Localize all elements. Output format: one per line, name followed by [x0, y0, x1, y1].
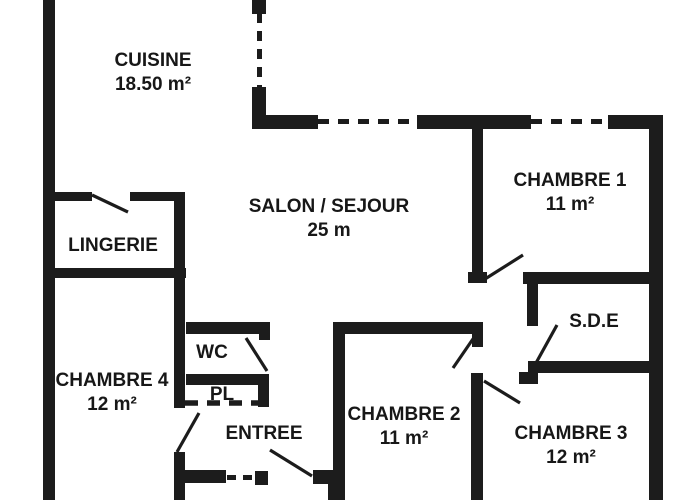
wall-sde-top [523, 272, 663, 284]
room-area: 18.50 m² [114, 74, 192, 95]
room-name: SALON / SEJOUR [248, 196, 410, 217]
room-name: CUISINE [114, 50, 192, 71]
room-label-salon: SALON / SEJOUR 25 m [249, 195, 409, 243]
room-name: CHAMBRE 4 [55, 370, 169, 391]
wall-top-stub [252, 0, 266, 14]
room-area: 25 m [307, 220, 351, 241]
door-swing-chambre4 [175, 412, 201, 453]
room-name: LINGERIE [68, 235, 158, 256]
room-label-lingerie: LINGERIE [68, 234, 158, 258]
wall-wc-top [186, 322, 270, 334]
wall-wc-right-stub [259, 322, 270, 340]
room-label-cuisine: CUISINE 18.50 m² [114, 49, 191, 97]
door-swing-chambre2 [451, 335, 477, 369]
room-name: ENTREE [225, 423, 303, 444]
door-swing-wc [244, 337, 269, 372]
wall-entree-bottom-left [174, 470, 226, 483]
door-swing-lingerie [91, 193, 129, 214]
wall-kitchen-horizontal [252, 115, 318, 129]
door-swing-entree [269, 448, 313, 478]
room-label-chambre1: CHAMBRE 1 11 m² [514, 169, 627, 217]
wall-entree-bottom-corner-vertical [328, 470, 344, 500]
wall-sde-left [527, 284, 538, 326]
room-label-entree: ENTREE [225, 422, 302, 446]
room-label-wc: WC [196, 341, 228, 365]
wall-salon-chambre1-divider [472, 129, 483, 276]
wall-sde-bottom [528, 361, 663, 373]
wall-chambre1-divider-stub [468, 272, 487, 283]
room-area: 12 m² [87, 394, 137, 415]
wall-lingerie-top-right [130, 192, 180, 201]
wall-left-exterior [43, 0, 55, 500]
room-name: CHAMBRE 1 [513, 170, 627, 191]
door-swing-sde [534, 324, 559, 364]
wall-top-middle [417, 115, 531, 129]
room-name: CHAMBRE 3 [514, 423, 628, 444]
wall-lingerie-top-left [55, 192, 92, 201]
room-label-pl: PL [210, 383, 234, 407]
wall-chambre2-top-stub [472, 322, 483, 347]
wall-pl-right [258, 374, 269, 407]
room-label-chambre2: CHAMBRE 2 11 m² [348, 403, 461, 451]
wall-lingerie-bottom [55, 268, 186, 278]
wall-right-exterior [649, 115, 663, 500]
room-label-sde: S.D.E [569, 310, 619, 334]
wall-sde-bottom-stub [519, 372, 538, 384]
wall-entree-bottom-pier [255, 471, 268, 485]
room-name: WC [196, 342, 228, 363]
room-name: PL [209, 384, 235, 405]
door-swing-chambre1 [484, 253, 524, 281]
room-name: CHAMBRE 2 [347, 404, 461, 425]
wall-wc-pl-divider [186, 374, 264, 385]
room-label-chambre3: CHAMBRE 3 12 m² [515, 422, 628, 470]
room-area: 11 m² [545, 194, 595, 215]
wall-chambre2-top [333, 322, 479, 334]
wall-chambre2-chambre3-divider [471, 373, 483, 500]
wall-chambre2-left [333, 322, 345, 500]
room-area: 12 m² [546, 447, 596, 468]
room-area: 11 m² [379, 428, 429, 449]
room-label-chambre4: CHAMBRE 4 12 m² [56, 369, 169, 417]
door-swing-chambre3 [483, 379, 521, 405]
room-name: S.D.E [569, 311, 619, 332]
wall-middle-vertical-upper [174, 192, 185, 408]
